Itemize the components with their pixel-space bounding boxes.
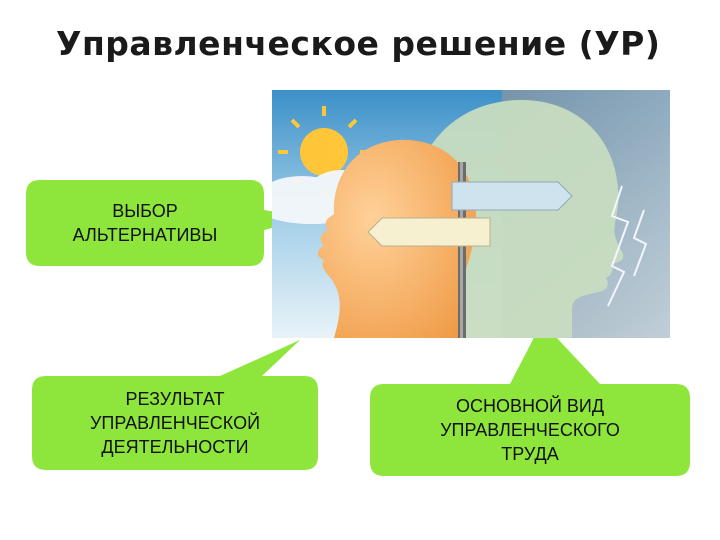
callout-labor-line3: ТРУДА <box>501 444 559 464</box>
sign-arrow-left <box>367 217 491 247</box>
callout-result-line1: РЕЗУЛЬТАТ <box>125 389 225 409</box>
sign-arrow-right <box>451 181 573 211</box>
callout-choice-line1: ВЫБОР <box>112 201 178 221</box>
lightning-icon <box>607 185 648 307</box>
callout-choice: ВЫБОР АЛЬТЕРНАТИВЫ <box>26 180 264 266</box>
callout-result-line3: ДЕЯТЕЛЬНОСТИ <box>101 437 249 457</box>
callout-labor-line2: УПРАВЛЕНЧЕСКОГО <box>440 420 620 440</box>
slide-title: Управленческое решение (УР) <box>56 24 661 63</box>
callout-labor-line1: ОСНОВНОЙ ВИД <box>455 396 605 416</box>
callout-labor-shape <box>370 322 690 476</box>
callout-choice-shape <box>26 180 312 266</box>
callout-choice-line2: АЛЬТЕРНАТИВЫ <box>72 225 218 245</box>
callout-result-line2: УПРАВЛЕНЧЕСКОЙ <box>89 413 261 433</box>
callout-result: РЕЗУЛЬТАТ УПРАВЛЕНЧЕСКОЙ ДЕЯТЕЛЬНОСТИ <box>32 376 318 470</box>
decision-illustration <box>272 90 670 338</box>
callout-labor: ОСНОВНОЙ ВИД УПРАВЛЕНЧЕСКОГО ТРУДА <box>370 384 690 476</box>
callout-result-shape <box>32 340 318 470</box>
